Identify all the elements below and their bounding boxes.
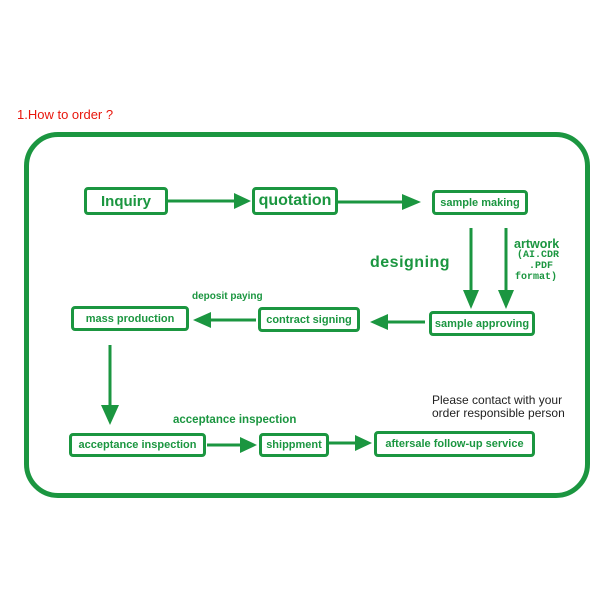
step-quotation: quotation — [252, 187, 338, 215]
artwork-format-line-2: .PDF — [529, 261, 554, 272]
step-sample-making: sample making — [432, 190, 528, 215]
contact-note-line-1: Please contact with your — [432, 393, 563, 407]
step-mass-production: mass production — [71, 306, 189, 331]
artwork-label: artwork — [514, 237, 560, 251]
step-sample-approving: sample approving — [429, 311, 535, 336]
contact-note-line-2: order responsible person — [432, 406, 565, 420]
step-aftersale-service: aftersale follow-up service — [374, 431, 535, 457]
acceptance-inspection-label: acceptance inspection — [173, 414, 297, 426]
artwork-format-line-3: format) — [515, 272, 558, 283]
artwork-format-line-1: (AI.CDR — [517, 250, 560, 261]
page-title: 1.How to order ? — [17, 107, 114, 122]
step-inquiry: Inquiry — [84, 187, 168, 215]
deposit-paying-label: deposit paying — [192, 291, 263, 302]
step-acceptance-inspection: acceptance inspection — [69, 433, 206, 457]
designing-label: designing — [370, 254, 451, 271]
step-contract-signing: contract signing — [258, 307, 360, 332]
step-shippment: shippment — [259, 433, 329, 457]
flowchart-frame — [24, 132, 590, 498]
